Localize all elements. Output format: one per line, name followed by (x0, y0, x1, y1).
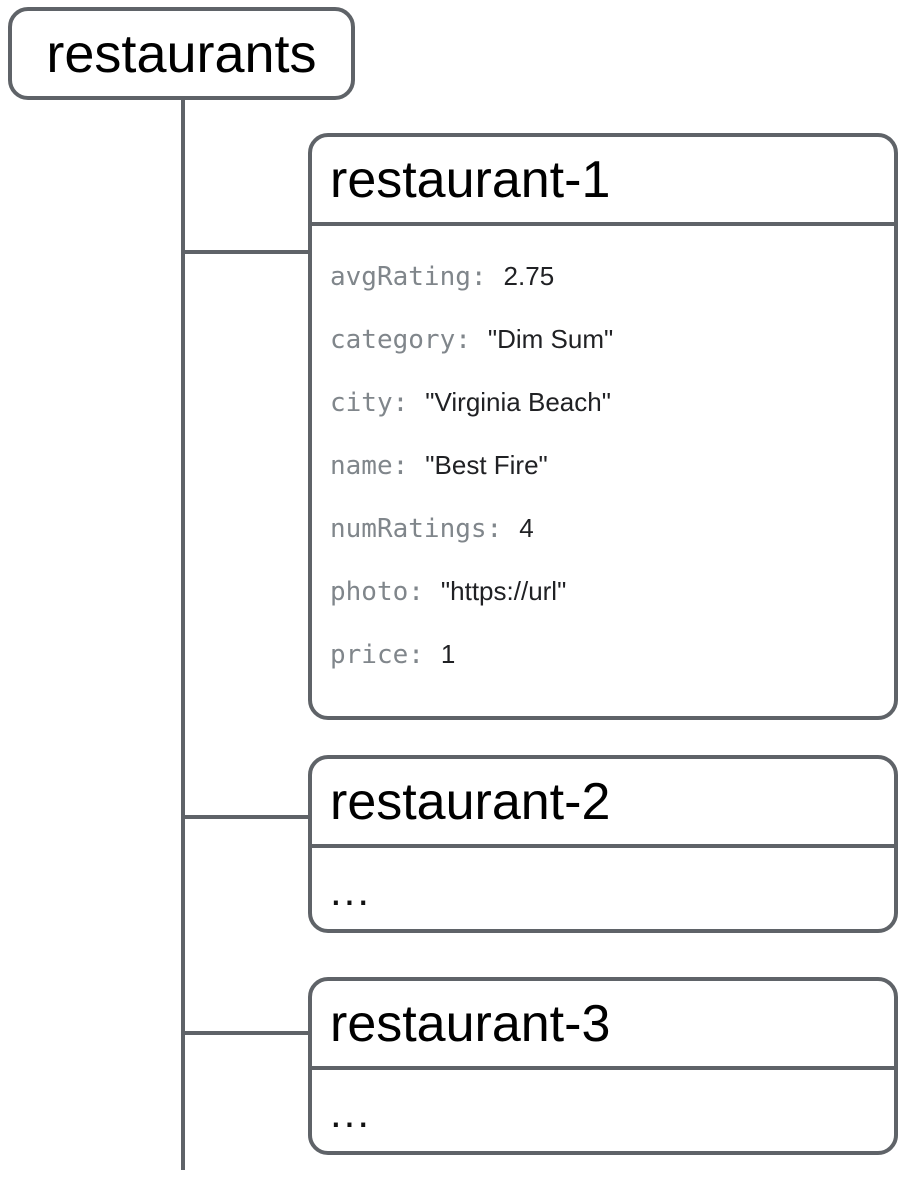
field-key: price: (330, 639, 424, 670)
field-value: 2.75 (503, 261, 555, 291)
field-row-avgRating: avgRating: 2.75 (330, 245, 878, 308)
connector-line-restaurant-3 (183, 1031, 310, 1035)
document-id-label: restaurant-1 (330, 150, 611, 209)
ellipsis-label: ... (330, 1088, 372, 1136)
collapsed-fields-ellipsis: ... (312, 1070, 894, 1155)
document-node-restaurant-2: restaurant-2 ... (308, 755, 898, 933)
document-node-restaurant-1: restaurant-1 avgRating: 2.75 category: "… (308, 133, 898, 720)
connector-line-restaurant-2 (183, 815, 310, 819)
field-value: 1 (440, 639, 456, 669)
field-row-name: name: "Best Fire" (330, 434, 878, 497)
field-key: name: (330, 450, 409, 481)
field-row-city: city: "Virginia Beach" (330, 371, 878, 434)
document-title: restaurant-2 (312, 759, 894, 848)
collection-node-restaurants: restaurants (8, 7, 355, 100)
field-key: photo: (330, 576, 424, 607)
field-row-category: category: "Dim Sum" (330, 308, 878, 371)
field-row-numRatings: numRatings: 4 (330, 497, 878, 560)
document-node-restaurant-3: restaurant-3 ... (308, 977, 898, 1155)
field-value: "Best Fire" (425, 450, 548, 480)
document-title: restaurant-1 (312, 137, 894, 226)
collapsed-fields-ellipsis: ... (312, 848, 894, 933)
field-value: "Dim Sum" (487, 324, 614, 354)
field-key: avgRating: (330, 261, 487, 292)
collection-label: restaurants (46, 23, 317, 84)
field-row-price: price: 1 (330, 623, 878, 686)
field-value: 4 (519, 513, 534, 543)
ellipsis-label: ... (330, 866, 372, 914)
document-id-label: restaurant-2 (330, 772, 611, 831)
document-fields: avgRating: 2.75 category: "Dim Sum" city… (312, 226, 894, 686)
document-id-label: restaurant-3 (330, 994, 611, 1053)
document-title: restaurant-3 (312, 981, 894, 1070)
tree-trunk-line (181, 100, 185, 1170)
field-key: category: (330, 324, 471, 355)
field-value: "Virginia Beach" (425, 387, 611, 417)
field-key: city: (330, 387, 409, 418)
field-row-photo: photo: "https://url" (330, 560, 878, 623)
field-key: numRatings: (330, 513, 503, 544)
connector-line-restaurant-1 (183, 250, 310, 254)
field-value: "https://url" (440, 576, 567, 606)
